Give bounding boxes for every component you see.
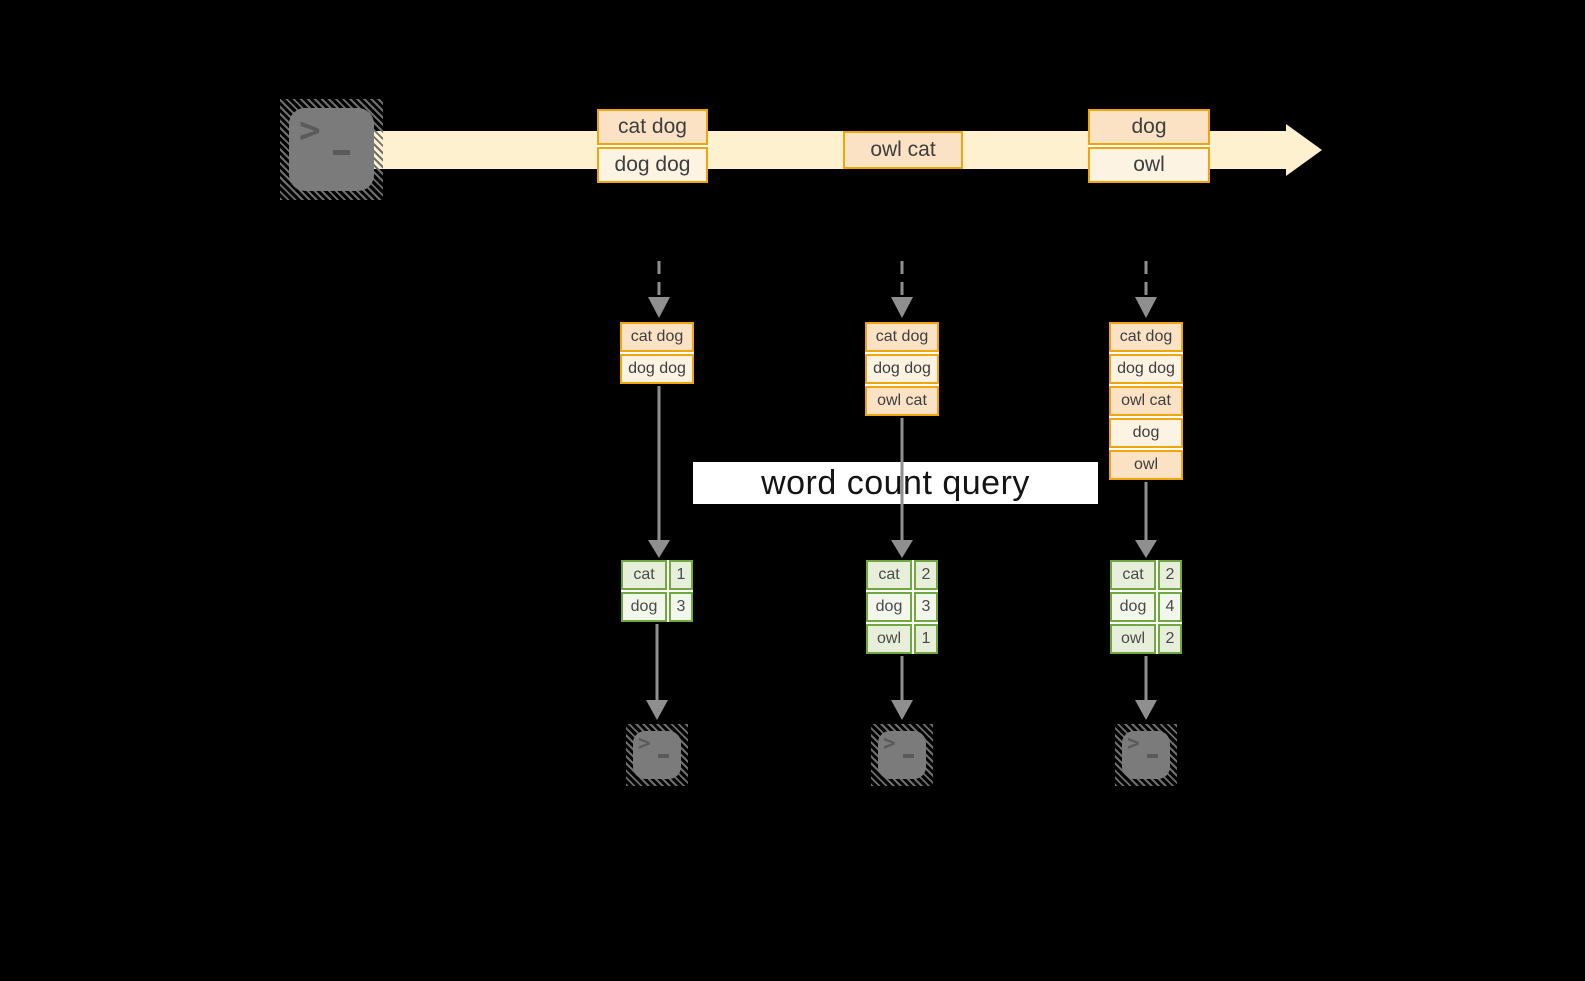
- stream-event-3: dog owl: [1088, 109, 1210, 183]
- terminal-body: >: [289, 108, 374, 191]
- table-row: owl 2: [1110, 624, 1182, 654]
- stream-event-cell: dog dog: [597, 147, 708, 183]
- count-word-cell: owl: [1110, 624, 1156, 654]
- count-word-cell: cat: [866, 560, 912, 590]
- table-row: dog 4: [1110, 592, 1182, 622]
- terminal-body: >: [1122, 731, 1170, 779]
- state-cell: cat dog: [865, 322, 939, 352]
- count-word-cell: dog: [621, 592, 667, 622]
- table-row: owl 1: [866, 624, 938, 654]
- count-value-cell: 1: [669, 560, 693, 590]
- dashed-arrow-1: [648, 261, 670, 318]
- state-buffer-1: cat dog dog dog: [620, 322, 694, 384]
- state-cell: dog dog: [620, 354, 694, 384]
- state-buffer-3: cat dog dog dog owl cat dog owl: [1109, 322, 1183, 480]
- prompt-underscore-icon: [1147, 754, 1158, 758]
- count-value-cell: 3: [669, 592, 693, 622]
- prompt-underscore-icon: [903, 754, 914, 758]
- state-cell: owl: [1109, 450, 1183, 480]
- sink-arrow-3: [1135, 656, 1157, 720]
- prompt-underscore-icon: [333, 150, 350, 155]
- terminal-sink-2-icon: >: [871, 724, 933, 786]
- state-cell: owl cat: [865, 386, 939, 416]
- table-row: cat 2: [1110, 560, 1182, 590]
- sink-arrow-1: [646, 624, 668, 720]
- table-row: dog 3: [866, 592, 938, 622]
- count-value-cell: 2: [1158, 624, 1182, 654]
- state-cell: dog: [1109, 418, 1183, 448]
- count-value-cell: 4: [1158, 592, 1182, 622]
- count-value-cell: 1: [914, 624, 938, 654]
- state-cell: dog dog: [865, 354, 939, 384]
- prompt-chevron-icon: >: [1127, 731, 1140, 755]
- table-row: cat 1: [621, 560, 693, 590]
- prompt-underscore-icon: [658, 754, 669, 758]
- terminal-sink-3-icon: >: [1115, 724, 1177, 786]
- stream-event-1: cat dog dog dog: [597, 109, 708, 183]
- stream-event-2: owl cat: [843, 131, 963, 169]
- state-cell: cat dog: [1109, 322, 1183, 352]
- query-arrow-3: [1135, 482, 1157, 558]
- terminal-sink-1-icon: >: [626, 724, 688, 786]
- prompt-chevron-icon: >: [299, 110, 321, 151]
- terminal-body: >: [633, 731, 681, 779]
- stream-event-cell: cat dog: [597, 109, 708, 145]
- dashed-arrow-2: [891, 261, 913, 318]
- stream-event-cell: owl cat: [843, 131, 963, 169]
- count-table-2: cat 2 dog 3 owl 1: [866, 560, 938, 654]
- state-buffer-2: cat dog dog dog owl cat: [865, 322, 939, 416]
- table-row: cat 2: [866, 560, 938, 590]
- count-word-cell: dog: [866, 592, 912, 622]
- terminal-body: >: [878, 731, 926, 779]
- count-value-cell: 2: [1158, 560, 1182, 590]
- query-label: word count query: [761, 463, 1030, 502]
- query-arrow-1: [648, 386, 670, 558]
- count-word-cell: cat: [621, 560, 667, 590]
- stream-event-cell: owl: [1088, 147, 1210, 183]
- count-value-cell: 2: [914, 560, 938, 590]
- prompt-chevron-icon: >: [638, 731, 651, 755]
- state-cell: owl cat: [1109, 386, 1183, 416]
- sink-arrow-2: [891, 656, 913, 720]
- count-table-1: cat 1 dog 3: [621, 560, 693, 622]
- count-word-cell: owl: [866, 624, 912, 654]
- prompt-chevron-icon: >: [883, 731, 896, 755]
- dashed-arrow-3: [1135, 261, 1157, 318]
- table-row: dog 3: [621, 592, 693, 622]
- count-value-cell: 3: [914, 592, 938, 622]
- query-label-background: [693, 462, 1098, 504]
- stream-event-cell: dog: [1088, 109, 1210, 145]
- terminal-source-icon: >: [280, 99, 383, 200]
- count-word-cell: cat: [1110, 560, 1156, 590]
- state-cell: cat dog: [620, 322, 694, 352]
- state-cell: dog dog: [1109, 354, 1183, 384]
- count-table-3: cat 2 dog 4 owl 2: [1110, 560, 1182, 654]
- count-word-cell: dog: [1110, 592, 1156, 622]
- stream-arrow-head-icon: [1286, 124, 1322, 176]
